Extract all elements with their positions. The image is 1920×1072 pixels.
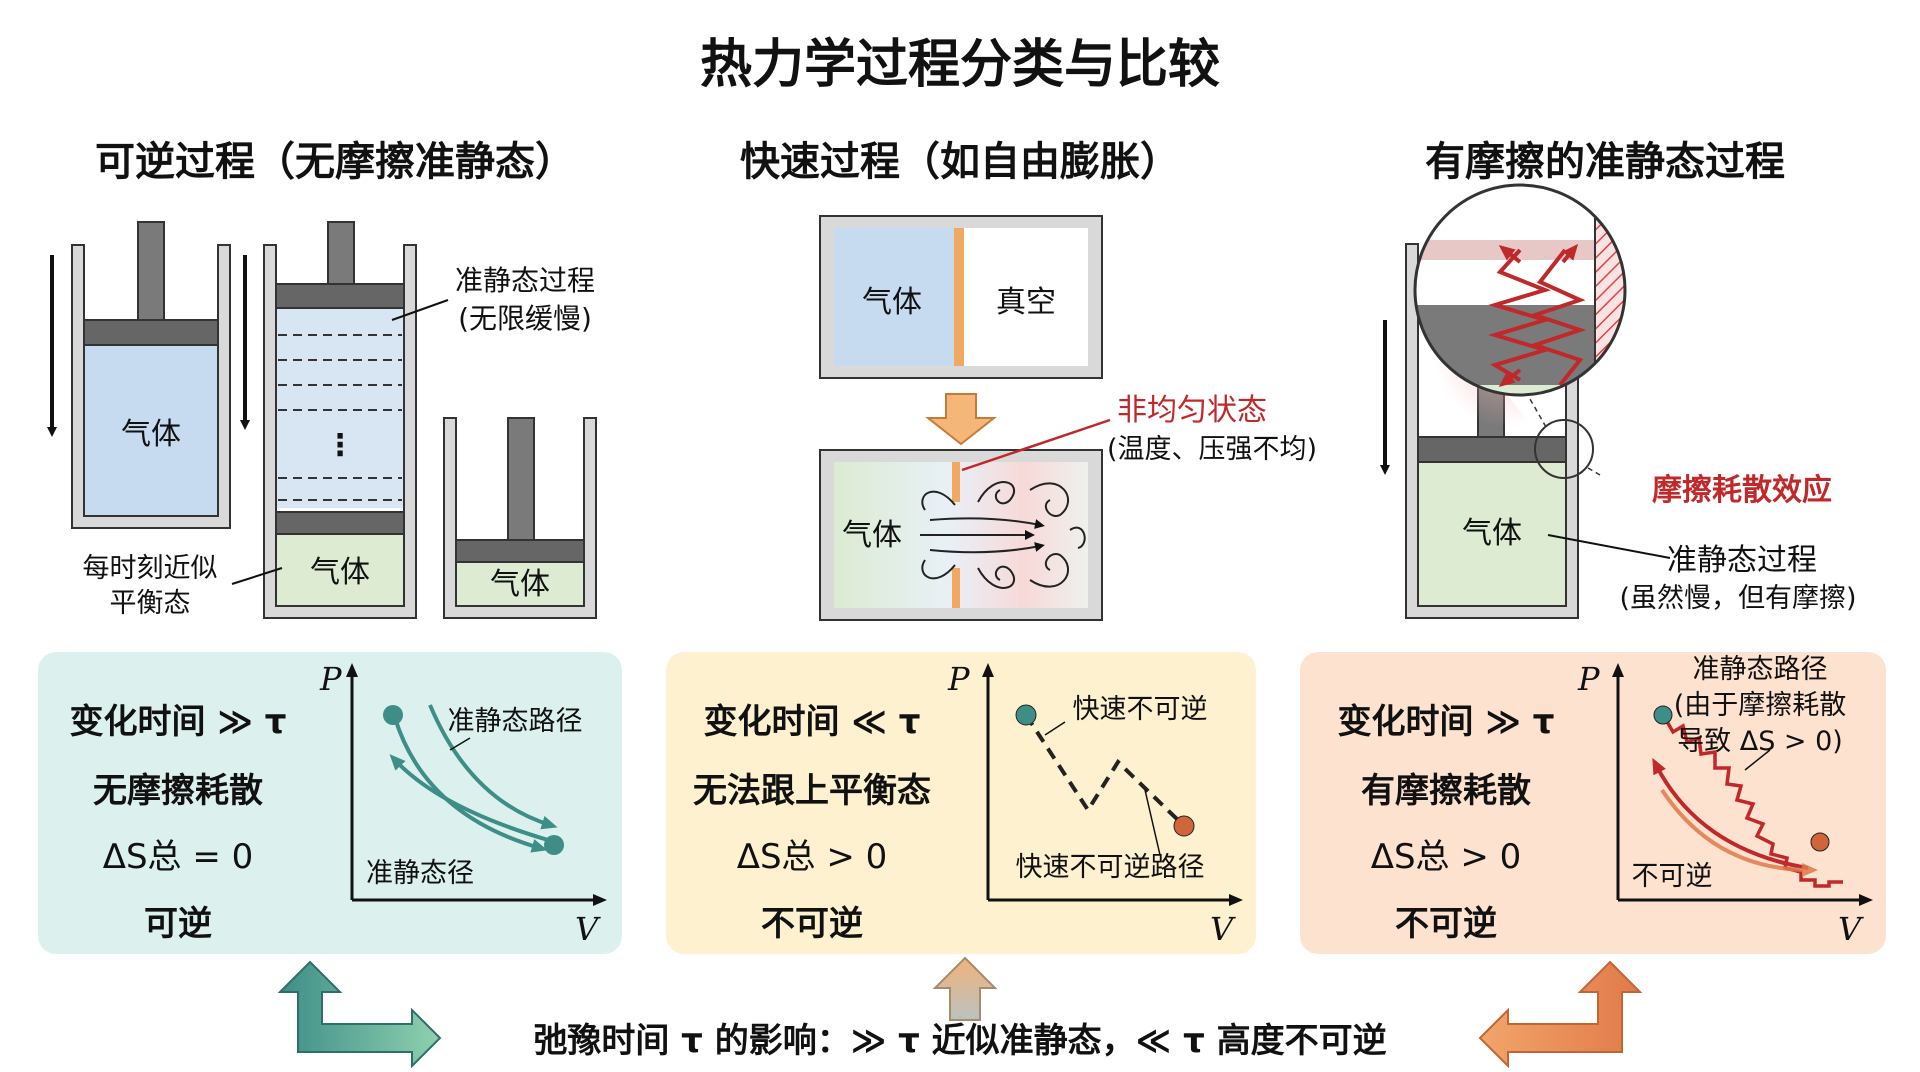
quasi-callout-line	[391, 299, 449, 321]
panel-friction: 变化时间 ≫ τ 有摩擦耗散 ΔS总 > 0 不可逆 P V 准静态路径 (由于…	[1300, 652, 1886, 954]
panel3-path-3: 导致 ΔS > 0)	[1677, 726, 1843, 757]
friction-wiggle-path	[1663, 717, 1843, 888]
panel-fast: 变化时间 ≪ τ 无法跟上平衡态 ΔS总 > 0 不可逆 P V 快速不可逆 快…	[666, 652, 1256, 954]
panel1-line2: 无摩擦耗散	[93, 771, 263, 811]
gas-label-3: 气体	[490, 567, 550, 602]
panel1-axis-p: P	[319, 660, 342, 698]
panel1-path-bottom: 准静态径	[366, 858, 474, 889]
panel3-path-2: (由于摩擦耗散	[1674, 690, 1847, 721]
panel3-path-1: 准静态路径	[1693, 654, 1828, 685]
nonuniform-label-2: (温度、压强不均)	[1107, 434, 1317, 465]
middle-footer-arrow	[932, 956, 998, 1021]
gas-label-friction: 气体	[1462, 516, 1522, 551]
equilibrium-label-1: 每时刻近似	[83, 553, 218, 584]
panel1-line3: ΔS总 = 0	[103, 837, 254, 877]
heading-fast: 快速过程（如自由膨胀）	[740, 139, 1180, 185]
gas-label-fast-2: 气体	[842, 518, 902, 553]
panel3-axis-p: P	[1577, 660, 1600, 698]
footer-text: 弛豫时间 τ 的影响：≫ τ 近似准静态，≪ τ 高度不可逆	[533, 1021, 1386, 1061]
panel2-axis-v: V	[1210, 910, 1236, 948]
left-footer-arrow	[277, 960, 442, 1069]
free-expansion-boxes: 气体 真空 气体 非均匀状态 (温度、压强不均)	[819, 215, 1317, 621]
heading-friction: 有摩擦的准静态过程	[1425, 139, 1785, 185]
panel1-axis-v: V	[575, 910, 601, 948]
panel2-line4: 不可逆	[761, 904, 863, 944]
cylinder-2: ⋮ 气体	[263, 221, 417, 619]
panel2-axis-p: P	[947, 660, 970, 698]
panel3-axis-v: V	[1838, 910, 1864, 948]
panel2-path-bottom: 快速不可逆路径	[1016, 852, 1205, 883]
page-title: 热力学过程分类与比较	[700, 35, 1220, 95]
panel2-path-top: 快速不可逆	[1073, 694, 1208, 725]
gas-label-1: 气体	[121, 417, 181, 452]
panel-reversible: 变化时间 ≫ τ 无摩擦耗散 ΔS总 = 0 可逆 P V 准静态路径 准静态径	[38, 652, 622, 954]
panel3-line3: ΔS总 > 0	[1371, 837, 1522, 877]
nonuniform-label-1: 非均匀状态	[1117, 393, 1267, 428]
gas-label-fast: 气体	[862, 285, 922, 320]
vacuum-label: 真空	[996, 285, 1056, 320]
panel1-line4: 可逆	[144, 904, 212, 944]
equilibrium-callout-line	[231, 567, 283, 585]
panel1-path-top: 准静态路径	[448, 706, 583, 737]
equilibrium-label-2: 平衡态	[110, 588, 191, 619]
panel3-line4: 不可逆	[1395, 904, 1497, 944]
cylinder-1: 气体	[71, 221, 231, 529]
panel2-line2: 无法跟上平衡态	[693, 771, 931, 811]
panel2-line3: ΔS总 > 0	[737, 837, 888, 877]
friction-quasi-label-1: 准静态过程	[1667, 543, 1817, 578]
panel2-line1: 变化时间 ≪ τ	[704, 702, 921, 742]
friction-quasi-label-2: (虽然慢，但有摩擦)	[1619, 583, 1856, 614]
panel3-line1: 变化时间 ≫ τ	[1338, 702, 1555, 742]
transition-arrow	[925, 393, 997, 446]
gas-label-2: 气体	[310, 555, 370, 590]
panel3-path-bottom: 不可逆	[1632, 861, 1713, 892]
magnify-spot	[1534, 419, 1594, 479]
cylinder-3: 气体	[443, 417, 597, 619]
dots-label: ⋮	[325, 428, 355, 463]
right-footer-arrow	[1478, 960, 1643, 1069]
friction-effect-label: 摩擦耗散效应	[1652, 473, 1832, 508]
heading-reversible: 可逆过程（无摩擦准静态）	[95, 139, 575, 185]
reversible-cylinders: 气体 ⋮ 气体	[47, 221, 597, 619]
panel1-line1: 变化时间 ≫ τ	[70, 702, 287, 742]
nonuniform-callout-line	[961, 418, 1111, 472]
panel3-line2: 有摩擦耗散	[1361, 771, 1531, 811]
friction-cylinder: 气体 摩擦耗散效应 准静态过程 (虽然慢，但有摩擦)	[1380, 183, 1857, 619]
quasi-label-1: 准静态过程	[455, 264, 595, 297]
quasi-label-2: (无限缓慢)	[458, 302, 592, 335]
